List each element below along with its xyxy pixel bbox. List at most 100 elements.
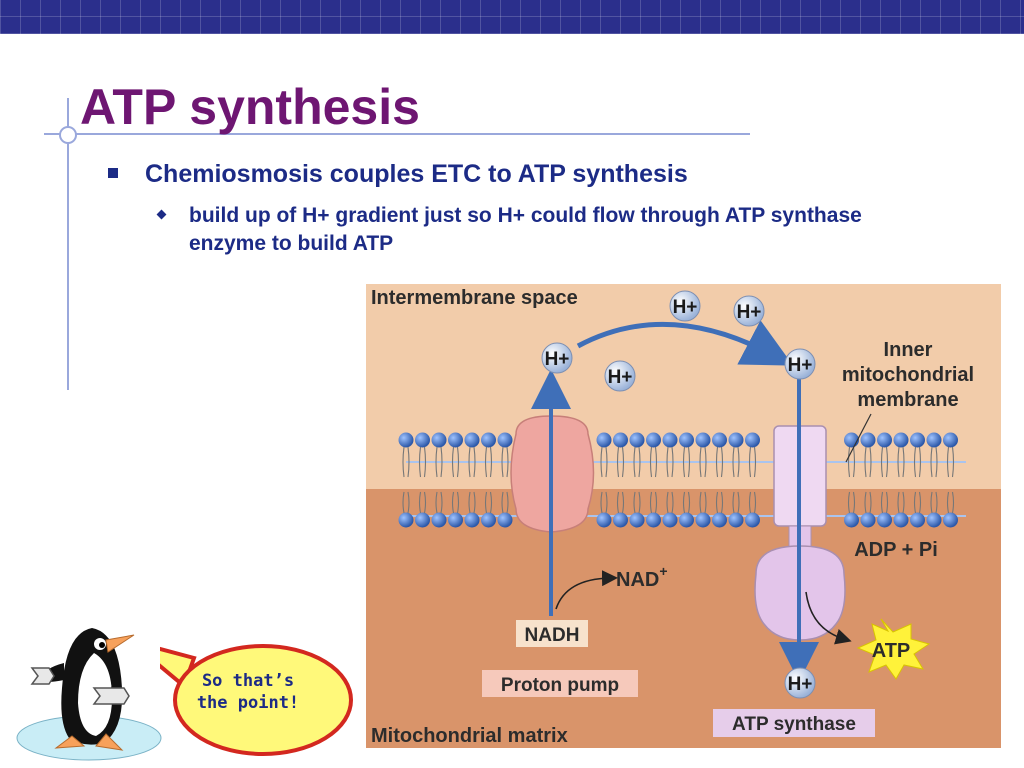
- phospholipid-head: [679, 512, 694, 528]
- atp-label: ATP: [872, 640, 911, 662]
- phospholipid-tails: [402, 446, 955, 514]
- phospholipid-tail: [501, 446, 509, 478]
- phospholipid-tail: [864, 491, 872, 514]
- phospholipid-head: [910, 512, 925, 528]
- proton-pump-label: Proton pump: [501, 675, 619, 696]
- phospholipid-head: [712, 432, 727, 448]
- inner-membrane-label-3: membrane: [857, 389, 958, 411]
- phospholipid-tail: [600, 446, 608, 478]
- phospholipid-head: [481, 512, 496, 528]
- phospholipid-head: [629, 432, 645, 448]
- proton-label: H+: [608, 367, 633, 388]
- phospholipid-head: [431, 512, 447, 528]
- proton-h-ion: H+: [784, 348, 816, 380]
- top-bar: [0, 0, 1024, 34]
- nad-text: NAD: [616, 569, 659, 591]
- phospholipid-tail: [682, 446, 691, 478]
- phospholipid-head: [613, 512, 628, 528]
- phospholipid-head: [695, 432, 711, 448]
- phospholipid-tail: [897, 446, 905, 478]
- phospholipid-tail: [930, 446, 938, 478]
- phospholipid-head: [860, 512, 876, 528]
- phospholipid-tail: [484, 446, 493, 478]
- phospholipid-tail: [682, 491, 691, 514]
- phospholipid-head: [679, 432, 694, 448]
- phospholipid-tail: [666, 491, 674, 514]
- phospholipid-tail: [633, 491, 641, 514]
- phospholipid-head: [646, 512, 661, 528]
- phospholipid-tail: [600, 491, 608, 514]
- phospholipid-head: [464, 432, 480, 448]
- adp-pi-label: ADP + Pi: [854, 539, 938, 561]
- proton-h-ion: H+: [784, 667, 816, 699]
- nad-plus-label: NAD+: [616, 563, 668, 591]
- atp-synthase-label-box: ATP synthase: [713, 709, 875, 737]
- phospholipid-head: [728, 512, 744, 528]
- proton-h-ion: H+: [604, 360, 636, 392]
- phospholipid-head: [728, 432, 744, 448]
- phospholipid-head: [398, 512, 414, 528]
- phospholipid-head: [448, 432, 463, 448]
- phospholipid-tail: [468, 491, 476, 514]
- speech-bubble-text: So that’s the point!: [196, 671, 300, 713]
- proton-pump-label-box: Proton pump: [482, 670, 638, 697]
- bullet-main-text: Chemiosmosis couples ETC to ATP synthesi…: [145, 160, 688, 188]
- adp-arrow: [805, 591, 852, 645]
- phospholipid-head: [926, 512, 942, 528]
- phospholipid-tail: [699, 446, 707, 478]
- phospholipid-tail: [435, 491, 443, 514]
- proton-label: H+: [545, 349, 570, 370]
- nad-superscript: +: [659, 563, 667, 579]
- lipid-bilayer: [398, 432, 966, 528]
- phospholipid-head: [712, 512, 727, 528]
- phospholipid-head: [662, 432, 678, 448]
- square-bullet-icon: [108, 168, 118, 178]
- phospholipid-tail: [402, 491, 410, 514]
- phospholipid-head: [596, 432, 612, 448]
- proton-label: H+: [788, 355, 813, 376]
- phospholipid-tail: [880, 446, 889, 478]
- matrix-region: [366, 489, 1001, 748]
- phospholipid-head: [497, 432, 513, 448]
- speech-bubble: [160, 644, 353, 756]
- phospholipid-heads-top: [398, 432, 958, 448]
- phospholipid-tail: [435, 446, 443, 478]
- phospholipid-tail: [402, 446, 410, 478]
- atp-synthase-label: ATP synthase: [732, 714, 856, 735]
- atp-starburst: ATP: [856, 618, 931, 680]
- phospholipid-head: [662, 512, 678, 528]
- bullet-sub-text: build up of H+ gradient just so H+ could…: [189, 204, 862, 255]
- phospholipid-tail: [913, 446, 922, 478]
- phospholipid-tail: [897, 491, 905, 514]
- phospholipid-tail: [633, 446, 641, 478]
- phospholipid-tail: [748, 491, 757, 514]
- phospholipid-head: [695, 512, 711, 528]
- phospholipid-tail: [880, 491, 889, 514]
- phospholipid-tail: [484, 491, 493, 514]
- phospholipid-heads-bottom: [398, 512, 958, 528]
- nad-arrow: [555, 570, 618, 610]
- phospholipid-head: [910, 432, 925, 448]
- phospholipid-head: [629, 512, 645, 528]
- phospholipid-head: [415, 432, 430, 448]
- phospholipid-tail: [732, 491, 740, 514]
- decor-crosshair-circle: [59, 126, 77, 144]
- phospholipid-tail: [715, 446, 724, 478]
- phospholipid-head: [596, 512, 612, 528]
- phospholipid-tail: [732, 446, 740, 478]
- phospholipid-head: [448, 512, 463, 528]
- phospholipid-head: [844, 432, 859, 448]
- phospholipid-tail: [451, 491, 460, 514]
- phospholipid-tail: [946, 446, 955, 478]
- decor-vertical-line: [67, 98, 69, 390]
- phospholipid-tail: [864, 446, 872, 478]
- proton-label: H+: [673, 297, 698, 318]
- chemiosmosis-diagram: H+ H+ H+ H+ H+ H+ Intermembrane space In…: [366, 284, 1001, 748]
- phospholipid-tail: [748, 446, 757, 478]
- phospholipid-tail: [418, 446, 427, 478]
- phospholipid-tail: [699, 491, 707, 514]
- intermembrane-space-label: Intermembrane space: [371, 287, 578, 309]
- phospholipid-tail: [913, 491, 922, 514]
- proton-h-ion: H+: [669, 290, 701, 322]
- nadh-label: NADH: [525, 625, 580, 646]
